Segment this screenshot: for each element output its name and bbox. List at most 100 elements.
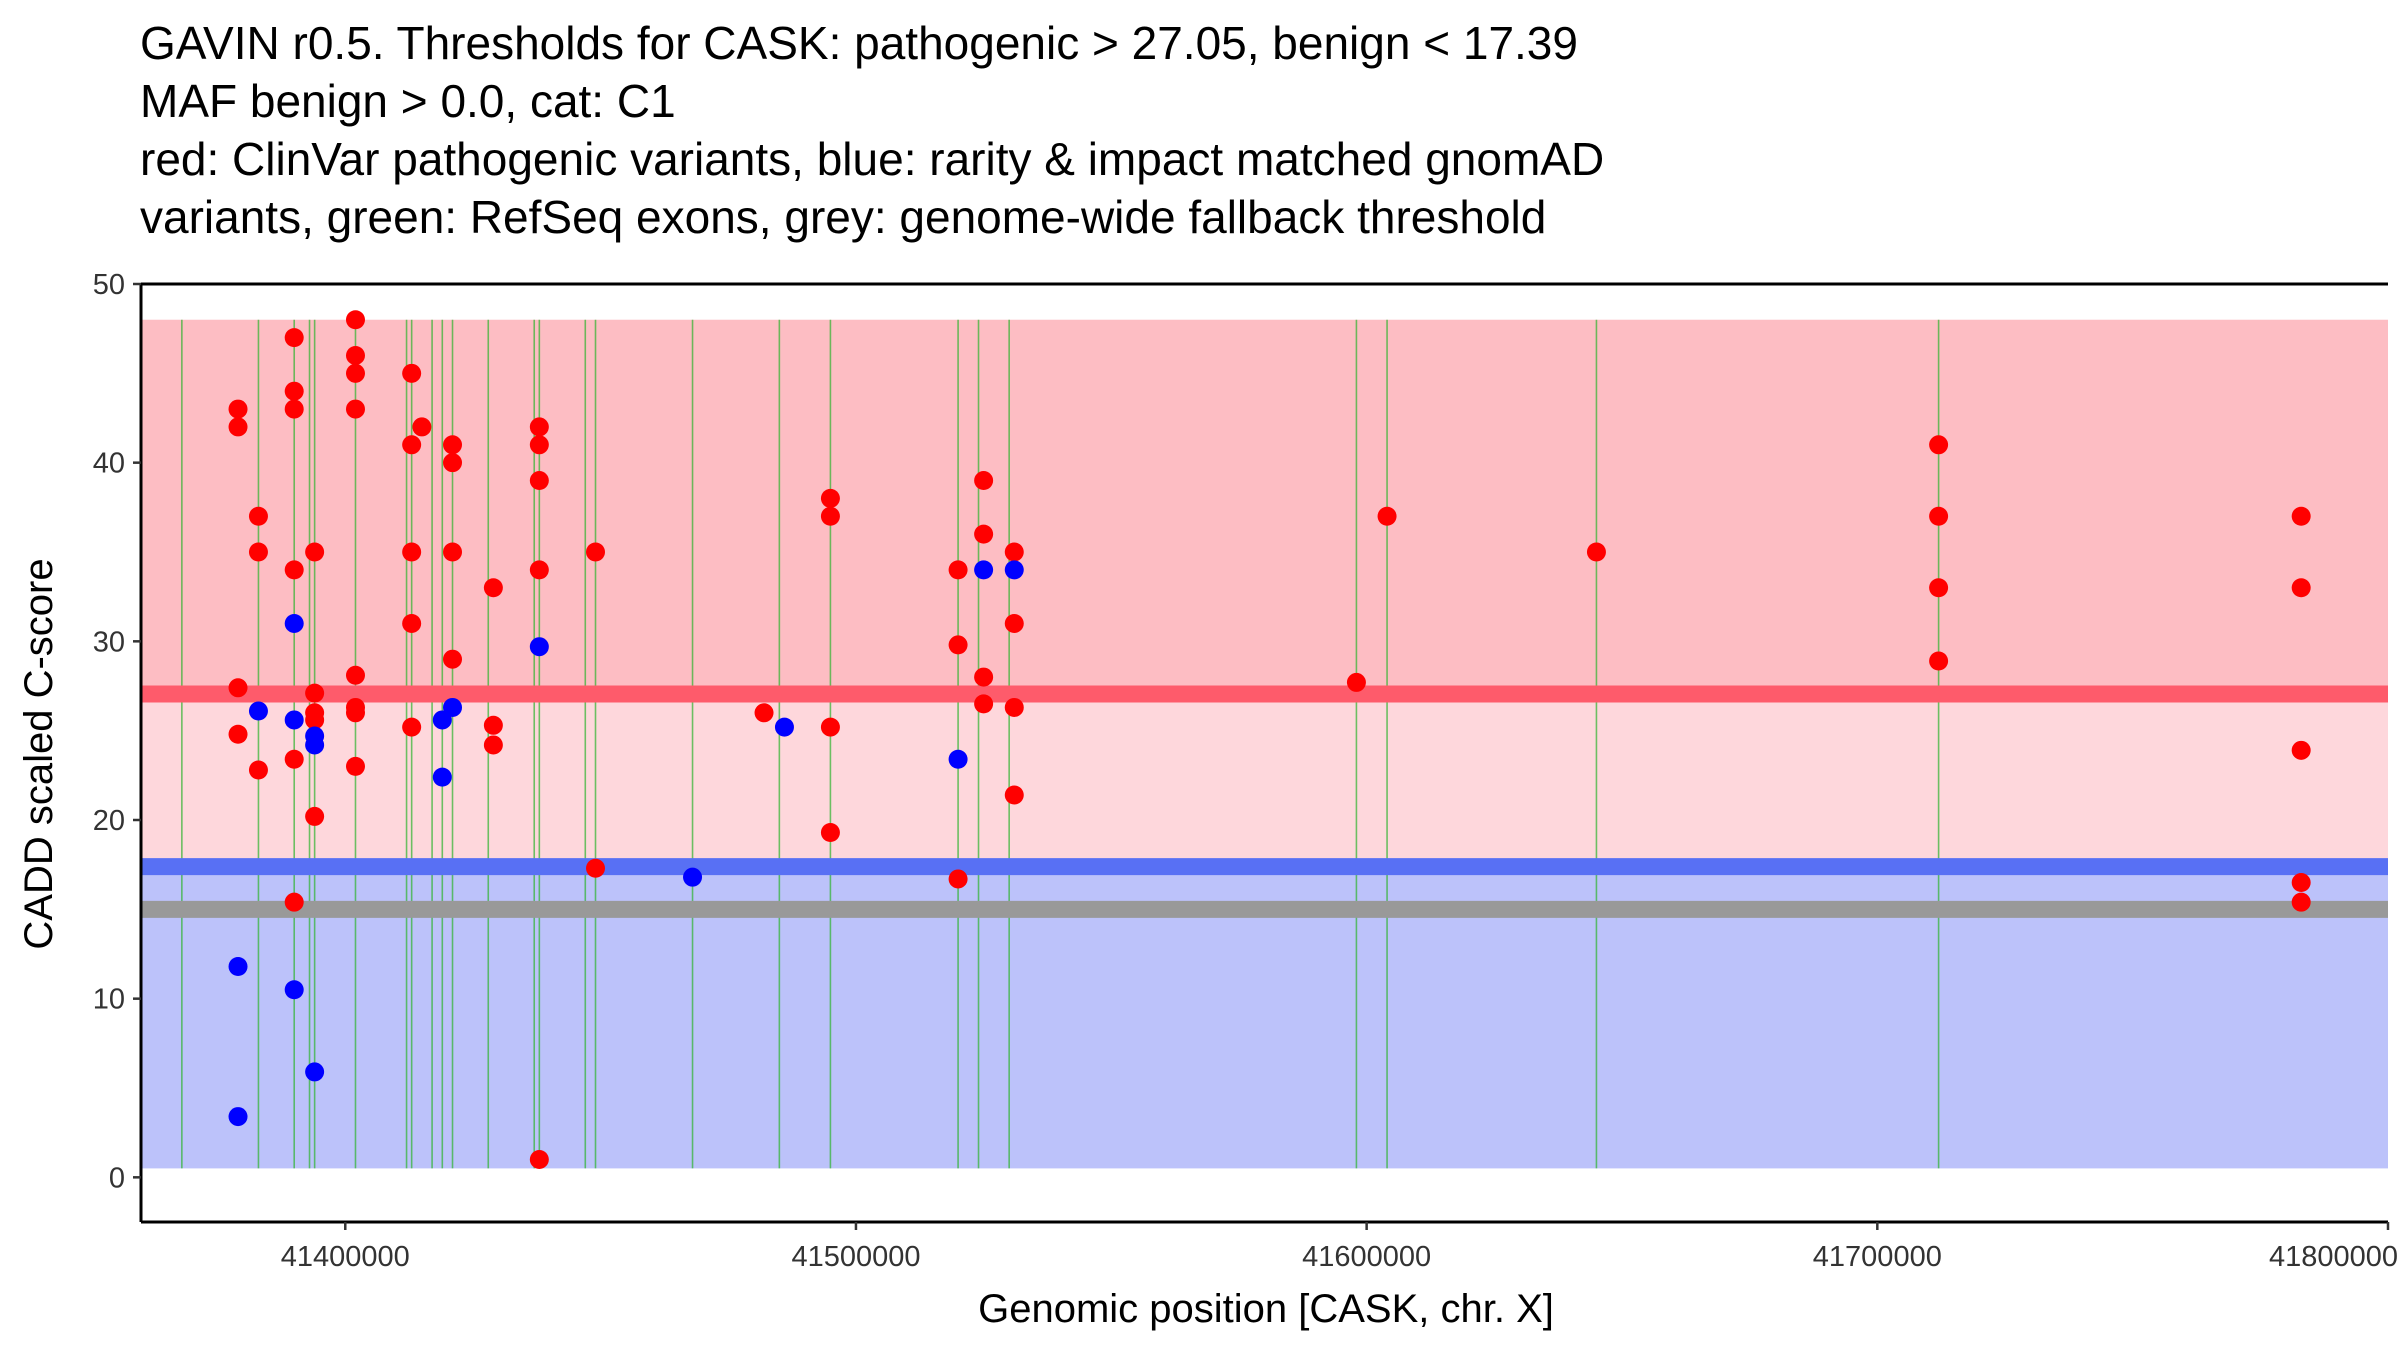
pathogenic-point [2291, 873, 2311, 893]
pathogenic-point [402, 435, 422, 455]
pathogenic-point [284, 328, 304, 348]
pathogenic-point [443, 435, 463, 455]
pathogenic-point [754, 703, 774, 723]
title-line-2: MAF benign > 0.0, cat: C1 [140, 75, 676, 127]
benign-point [529, 637, 549, 657]
pathogenic-point [284, 399, 304, 419]
pathogenic-point [2291, 578, 2311, 598]
pathogenic-point [345, 756, 365, 776]
pathogenic-point [948, 560, 968, 580]
pathogenic-point [1929, 578, 1949, 598]
chart-title: GAVIN r0.5. Thresholds for CASK: pathoge… [140, 14, 2380, 246]
pathogenic-point [443, 542, 463, 562]
pathogenic-point [402, 717, 422, 737]
pathogenic-point [1004, 542, 1024, 562]
pathogenic-point [2291, 506, 2311, 526]
pathogenic-point [529, 471, 549, 491]
benign-point [1004, 560, 1024, 580]
pathogenic-point [1346, 672, 1366, 692]
x-tick-label: 41600000 [1302, 1241, 1431, 1273]
pathogenic-point [820, 488, 840, 508]
pathogenic-point [974, 667, 994, 687]
pathogenic-point [483, 578, 503, 598]
pathogenic-point [529, 560, 549, 580]
pathogenic-point [1929, 506, 1949, 526]
y-tick-label: 10 [93, 984, 125, 1016]
pathogenic-point [345, 399, 365, 419]
pathogenic-point [402, 542, 422, 562]
pathogenic-point [820, 506, 840, 526]
pathogenic-point [1377, 506, 1397, 526]
pathogenic-point [1004, 697, 1024, 717]
benign-point [305, 1062, 325, 1082]
pathogenic-point [284, 381, 304, 401]
benign-point [948, 749, 968, 769]
title-line-1: GAVIN r0.5. Thresholds for CASK: pathoge… [140, 17, 1578, 69]
pathogenic-point [248, 506, 268, 526]
pathogenic-point [529, 435, 549, 455]
pathogenic-point [483, 735, 503, 755]
benign-point [248, 701, 268, 721]
pathogenic-point [2291, 892, 2311, 912]
pathogenic-point [305, 542, 325, 562]
pathogenic-point [402, 363, 422, 383]
benign-point [443, 697, 463, 717]
pathogenic-point [1586, 542, 1606, 562]
y-tick-label: 40 [93, 448, 125, 480]
pathogenic-point [974, 524, 994, 544]
pathogenic-point [529, 417, 549, 437]
benign-point [284, 710, 304, 730]
pathogenic-point [586, 542, 606, 562]
pathogenic-point [345, 310, 365, 330]
pathogenic-point [820, 823, 840, 843]
pathogenic-region [141, 319, 2388, 695]
benign-point [774, 717, 794, 737]
benign-point [284, 980, 304, 1000]
pathogenic-point [228, 399, 248, 419]
pathogenic-point [1929, 435, 1949, 455]
y-tick-label: 0 [109, 1162, 125, 1194]
y-tick-label: 50 [93, 269, 125, 301]
pathogenic-point [228, 678, 248, 698]
pathogenic-point [228, 417, 248, 437]
benign-point [228, 1107, 248, 1127]
pathogenic-point [1004, 785, 1024, 805]
pathogenic-point [284, 560, 304, 580]
pathogenic-point [974, 694, 994, 714]
benign-point [284, 613, 304, 633]
pathogenic-point [443, 649, 463, 669]
pathogenic-point [248, 542, 268, 562]
pathogenic-point [412, 417, 432, 437]
pathogenic-point [345, 703, 365, 723]
x-tick-label: 41400000 [281, 1241, 410, 1273]
pathogenic-point [248, 760, 268, 780]
pathogenic-point [305, 710, 325, 730]
pathogenic-point [948, 635, 968, 655]
pathogenic-point [443, 453, 463, 473]
y-axis-title: CADD scaled C-score [17, 558, 61, 949]
pathogenic-point [483, 715, 503, 735]
pathogenic-point [586, 858, 606, 878]
pathogenic-point [1004, 613, 1024, 633]
pathogenic-point [284, 749, 304, 769]
title-line-4: variants, green: RefSeq exons, grey: gen… [140, 191, 1547, 243]
pathogenic-point [228, 724, 248, 744]
pathogenic-point [284, 892, 304, 912]
benign-point [683, 867, 703, 887]
x-tick-label: 41800000 [2269, 1241, 2398, 1273]
pathogenic-point [974, 471, 994, 491]
vus-region [141, 694, 2388, 867]
x-tick-label: 41700000 [1813, 1241, 1942, 1273]
plot-area [141, 310, 2388, 1169]
pathogenic-point [345, 363, 365, 383]
pathogenic-point [305, 683, 325, 703]
pathogenic-point [820, 717, 840, 737]
pathogenic-point [305, 806, 325, 826]
y-tick-label: 30 [93, 626, 125, 658]
benign-point [305, 735, 325, 755]
pathogenic-point [345, 665, 365, 685]
pathogenic-point [529, 1149, 549, 1169]
pathogenic-point [402, 613, 422, 633]
title-line-3: red: ClinVar pathogenic variants, blue: … [140, 133, 1605, 185]
